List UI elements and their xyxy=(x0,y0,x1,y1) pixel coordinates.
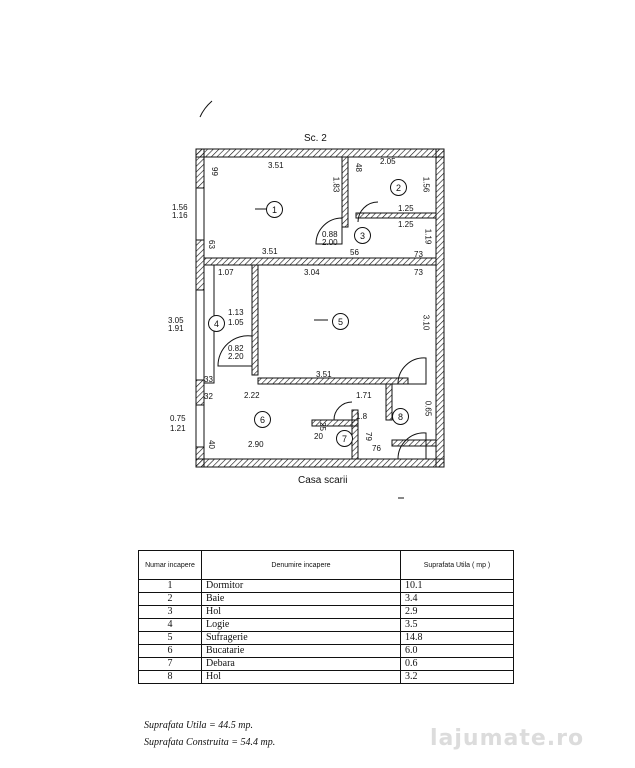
room-number-cell: 6 xyxy=(138,644,202,658)
header-room-number: Numar incapere xyxy=(138,550,202,580)
summary-useful-area: Suprafata Utila = 44.5 mp. xyxy=(144,720,253,731)
room-name-cell: Sufragerie xyxy=(201,631,401,645)
dimension-label: 2.20 xyxy=(228,352,244,361)
dimension-label: 1.21 xyxy=(170,424,186,433)
room-area-cell: 10.1 xyxy=(400,579,514,593)
dimension-label: 2.00 xyxy=(322,238,338,247)
dimension-label: 1.8 xyxy=(356,412,368,421)
room-area-cell: 3.2 xyxy=(400,670,514,684)
room-marker-3: 3 xyxy=(354,227,371,244)
plan-caption: Casa scarii xyxy=(298,475,348,486)
room-number-cell: 5 xyxy=(138,631,202,645)
room-marker-1: 1 xyxy=(266,201,283,218)
dimension-label: 1.56 xyxy=(172,203,188,212)
room-number-cell: 7 xyxy=(138,657,202,671)
dimension-label: 73 xyxy=(414,250,423,259)
dimension-label: 3.05 xyxy=(168,316,184,325)
dimension-label: 3.51 xyxy=(262,247,278,256)
room-name-cell: Debara xyxy=(201,657,401,671)
room-name-cell: Hol xyxy=(201,605,401,619)
room-marker-4: 4 xyxy=(208,315,225,332)
dimension-label: 1.25 xyxy=(398,204,414,213)
room-area-cell: 2.9 xyxy=(400,605,514,619)
dimension-label: 1.56 xyxy=(421,176,431,193)
dimension-label: 3.51 xyxy=(316,370,332,379)
floor-plan xyxy=(195,100,445,499)
room-marker-8: 8 xyxy=(392,408,409,425)
dimension-label: 3.10 xyxy=(421,314,431,331)
room-number-cell: 4 xyxy=(138,618,202,632)
dimension-label: 2.05 xyxy=(380,157,396,166)
dimension-label: 56 xyxy=(350,248,359,257)
dimension-label: 2.22 xyxy=(244,391,260,400)
dimension-label: 3.04 xyxy=(304,268,320,277)
room-number-cell: 8 xyxy=(138,670,202,684)
room-area-cell: 14.8 xyxy=(400,631,514,645)
header-room-name: Denumire incapere xyxy=(201,550,401,580)
dimension-label: 3.51 xyxy=(268,161,284,170)
room-number-cell: 3 xyxy=(138,605,202,619)
dimension-label: 1.71 xyxy=(356,391,372,400)
dimension-label: 0.82 xyxy=(228,344,244,353)
room-area-cell: 6.0 xyxy=(400,644,514,658)
room-marker-2: 2 xyxy=(390,179,407,196)
room-name-cell: Bucatarie xyxy=(201,644,401,658)
dimension-label: 1.83 xyxy=(331,176,341,193)
room-area-cell: 3.4 xyxy=(400,592,514,606)
dimension-label: 0.88 xyxy=(322,230,338,239)
watermark-logo: lajumate.ro xyxy=(430,726,584,751)
dimension-label: 1.19 xyxy=(423,228,433,245)
room-marker-5: 5 xyxy=(332,313,349,330)
dimension-label: 32 xyxy=(204,392,213,401)
dimension-label: 73 xyxy=(414,268,423,277)
rooms-table: Numar incapere Denumire incapere Suprafa… xyxy=(138,550,514,684)
room-name-cell: Hol xyxy=(201,670,401,684)
dimension-label: 33 xyxy=(204,375,213,384)
dimension-label: 20 xyxy=(314,432,323,441)
room-area-cell: 3.5 xyxy=(400,618,514,632)
room-number-cell: 2 xyxy=(138,592,202,606)
header-room-area: Suprafata Utila ( mp ) xyxy=(400,550,514,580)
dimension-label: 1.16 xyxy=(172,211,188,220)
table-header-row: Numar incapere Denumire incapere Suprafa… xyxy=(138,550,514,580)
dimension-label: 48 xyxy=(353,163,363,172)
dimension-label: 2.90 xyxy=(248,440,264,449)
dimension-label: 0.75 xyxy=(170,414,186,423)
room-name-cell: Dormitor xyxy=(201,579,401,593)
summary-built-area: Suprafata Construita = 54.4 mp. xyxy=(144,737,276,748)
room-name-cell: Logie xyxy=(201,618,401,632)
dimension-label: 1.25 xyxy=(398,220,414,229)
dimension-label: 1.91 xyxy=(168,324,184,333)
dimension-label: 99 xyxy=(209,167,219,176)
dimension-label: 25 xyxy=(317,422,327,431)
watermark-text: lajumate.ro xyxy=(430,726,585,751)
dimension-label: 1.13 xyxy=(228,308,244,317)
room-area-cell: 0.6 xyxy=(400,657,514,671)
dimension-label: 1.07 xyxy=(218,268,234,277)
dimension-label: 0.65 xyxy=(423,400,433,417)
dimension-label: 63 xyxy=(206,240,216,249)
room-marker-6: 6 xyxy=(254,411,271,428)
dimension-label: 76 xyxy=(372,444,381,453)
plan-title: Sc. 2 xyxy=(304,133,327,144)
dimension-label: 1.05 xyxy=(228,318,244,327)
dimension-label: 79 xyxy=(363,432,373,441)
dimension-label: 40 xyxy=(206,440,216,449)
room-marker-7: 7 xyxy=(336,430,353,447)
room-name-cell: Baie xyxy=(201,592,401,606)
room-number-cell: 1 xyxy=(138,579,202,593)
